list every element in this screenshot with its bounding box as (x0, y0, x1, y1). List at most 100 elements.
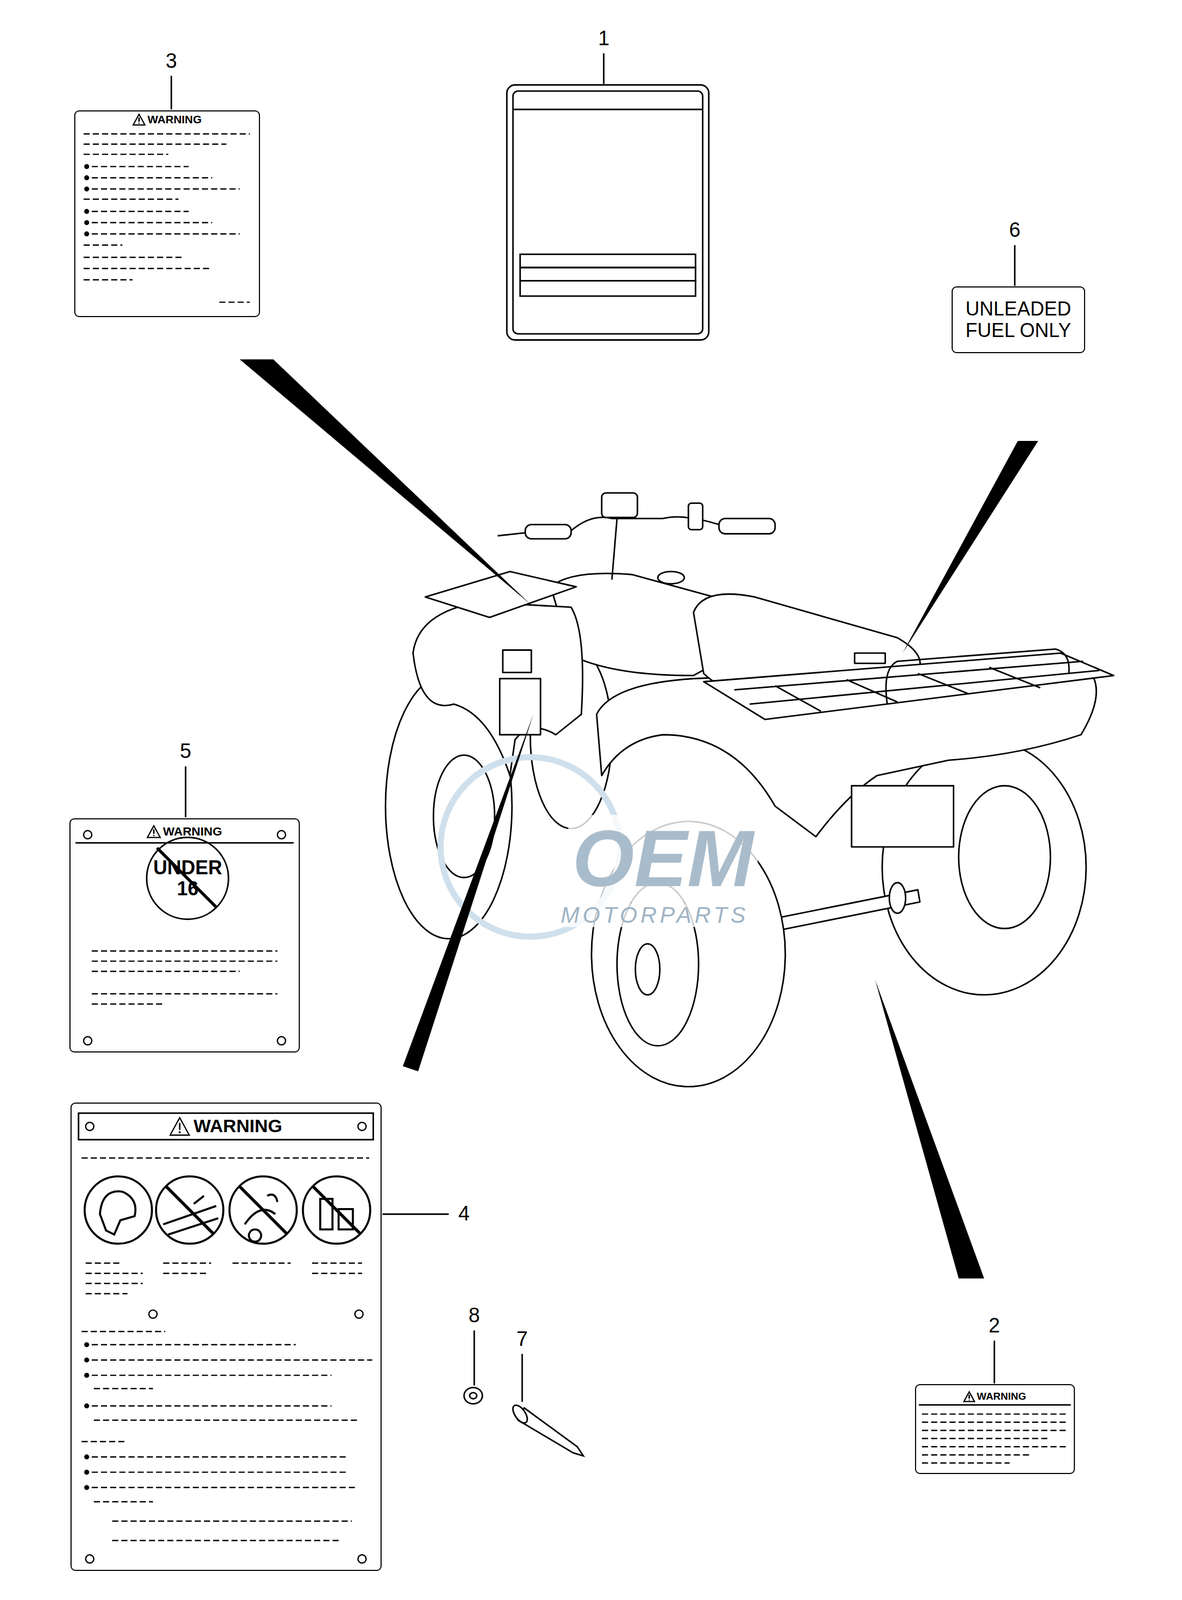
triangle-dot (138, 122, 140, 124)
pointer-wedge (875, 979, 985, 1278)
label-anchor: 4 (456, 1202, 473, 1226)
label-anchor: 3 (163, 50, 180, 73)
fender-decal-a (502, 649, 532, 673)
dashed-text-line (83, 198, 179, 200)
bullet-dot (85, 1403, 89, 1408)
dashed-text-line (85, 1282, 143, 1284)
label-anchor: 2 (986, 1314, 1003, 1338)
warning-triangle (964, 1391, 975, 1402)
dashed-text-line (83, 244, 123, 246)
triangle-mark (179, 1122, 181, 1130)
icon-rider (244, 1194, 278, 1242)
dashed-text-line (93, 1387, 153, 1389)
icon-circle (84, 1176, 152, 1244)
dashed-text-line (85, 1272, 143, 1274)
icon-bottle (320, 1198, 354, 1230)
dashed-text-line (92, 165, 189, 167)
rivet-shaft (518, 1407, 584, 1456)
leader-line (473, 1330, 476, 1385)
bullet-dot (85, 1342, 89, 1347)
warning-decal: WARNING (915, 1383, 1075, 1474)
dashed-text-line (92, 177, 213, 179)
dashed-text-line (85, 1292, 128, 1294)
seat-decal (854, 652, 886, 664)
decal-inner (512, 90, 703, 334)
rivet (510, 1402, 584, 1456)
label-anchor: OEM (567, 814, 758, 903)
callout-number: 2 (986, 1314, 1003, 1338)
triangle-mark (152, 828, 155, 834)
dashed-text-line (111, 1520, 352, 1522)
dashed-text-line (922, 1445, 1067, 1447)
dashed-text-line (83, 256, 182, 258)
warning-decal: WARNING (74, 110, 260, 318)
screw-dot (83, 1036, 92, 1045)
header-box (78, 1113, 374, 1140)
rear-right-wheel (882, 739, 1087, 995)
bullet-dot (85, 1454, 89, 1459)
dashed-text-line (92, 1003, 164, 1005)
screw-dot (83, 830, 92, 839)
dashed-text-line (83, 278, 133, 280)
screw-dot (357, 1554, 367, 1563)
dashed-text-line (83, 268, 209, 270)
pointer-wedge (402, 714, 534, 1072)
left-grip (525, 524, 572, 539)
leader-line (1014, 244, 1016, 286)
screw-dot (277, 1036, 286, 1045)
warning-heading: WARNING (169, 1115, 283, 1137)
washer-outer (463, 1387, 483, 1404)
dashed-text-line (92, 188, 241, 190)
triangle-outline (132, 114, 145, 125)
dashed-text-line (232, 1262, 291, 1264)
leader-line (602, 53, 605, 84)
header-line (75, 841, 294, 844)
warning-triangle (170, 1117, 190, 1135)
brake-lever (688, 503, 703, 530)
bullet-dot (85, 176, 89, 180)
dashed-text-line (83, 153, 168, 155)
dashed-text-line (111, 1539, 342, 1541)
dashed-text-line (922, 1453, 1031, 1455)
screw-dot (354, 1309, 363, 1318)
dashed-text-line (92, 1455, 348, 1458)
warning-decal: WARNING (70, 1102, 382, 1571)
label-anchor: 1 (595, 27, 612, 51)
dashed-text-line (312, 1272, 363, 1274)
dashed-text-line (93, 1500, 153, 1502)
callout-number: 1 (595, 27, 612, 51)
tail-box (851, 785, 954, 847)
atv-drawing (385, 493, 1114, 1087)
triangle-mark (138, 117, 140, 122)
dashed-text-line (922, 1437, 1051, 1439)
age-prohibition-circle: UNDER 16 (145, 836, 230, 920)
screw-dot (277, 830, 286, 839)
dashed-text-line (163, 1272, 209, 1274)
leader-line (521, 1353, 524, 1402)
callout-number: 8 (466, 1304, 483, 1327)
decal-text: UNLEADED FUEL ONLY (957, 298, 1080, 341)
pictogram-icons (84, 1176, 371, 1244)
instrument-pod (601, 493, 638, 518)
label-anchor: 6 (1007, 219, 1023, 242)
label-anchor: 7 (514, 1327, 531, 1351)
bullet-dot (85, 231, 89, 236)
triangle-mark (968, 1394, 970, 1399)
rack-slats (734, 660, 1100, 712)
dashed-text-line (92, 960, 278, 962)
washer-hole (469, 1392, 477, 1399)
screw-dot (149, 1309, 158, 1318)
decal-band (519, 267, 696, 281)
dashed-text-line (83, 143, 227, 145)
fuel-cap (657, 571, 685, 585)
dashed-text-line (312, 1262, 363, 1264)
dashed-text-line (922, 1412, 1067, 1414)
icon-circle (229, 1176, 297, 1244)
dashed-text-line (92, 1359, 373, 1361)
dashed-text-line (81, 1330, 166, 1332)
dashed-text-line (922, 1461, 1010, 1463)
warning-triangle (132, 114, 145, 125)
decal-band (519, 280, 696, 297)
fender-decal-b (499, 678, 541, 735)
